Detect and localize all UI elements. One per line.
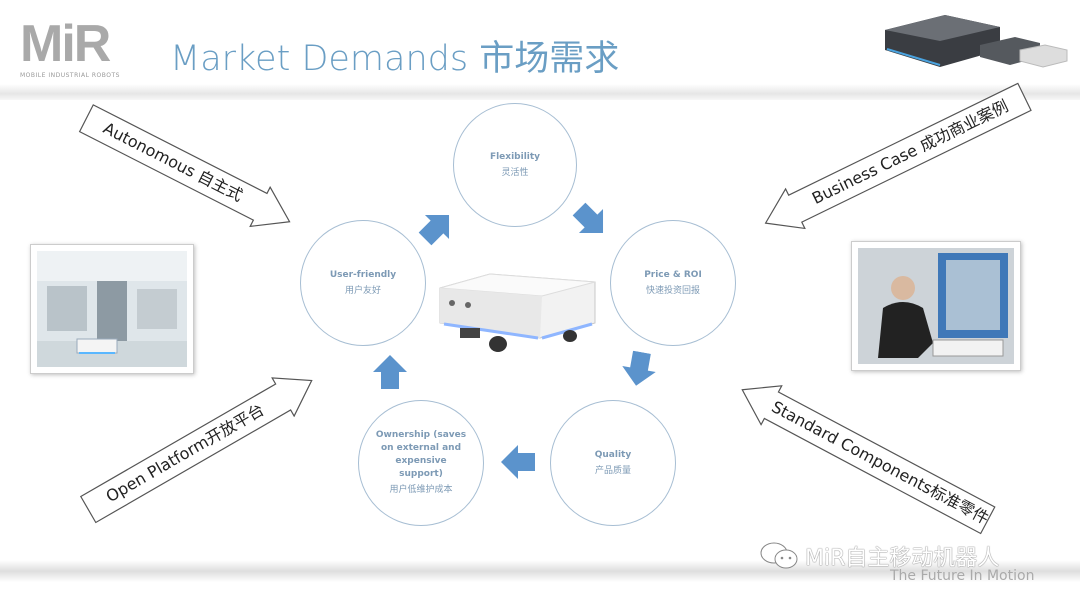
arrow-ownership-to-userfriendly — [373, 355, 407, 389]
logo-subtitle: MOBILE INDUSTRIAL ROBOTS — [20, 72, 120, 79]
robots-product-image — [885, 15, 1068, 68]
flexibility-label-zh: 灵活性 — [501, 167, 529, 178]
footer-tagline: The Future In Motion — [890, 568, 1035, 584]
logo-mark: MiR — [20, 15, 111, 73]
arrow-quality-to-ownership — [501, 445, 535, 479]
flexibility-circle: Flexibility 灵活性 — [453, 103, 577, 227]
footer-watermark: MiR自主移动机器人 The Future In Motion — [755, 538, 1075, 598]
ownership-label: Ownership (saves on external and expensi… — [375, 430, 467, 479]
autonomous-label: Autonomous 自主式 — [100, 118, 247, 206]
worker-image — [858, 248, 1014, 364]
worker-photo — [851, 241, 1021, 371]
mir-logo: MiR MOBILE INDUSTRIAL ROBOTS — [20, 18, 132, 80]
factory-image — [37, 251, 187, 367]
user-friendly-label-zh: 用户友好 — [344, 285, 381, 296]
price-roi-label-zh: 快速投资回报 — [645, 285, 700, 296]
quality-circle: Quality 产品质量 — [550, 400, 676, 526]
mir-robot-image — [439, 273, 596, 352]
footer-divider — [0, 560, 1080, 582]
open-platform-label: Open Platform开放平台 — [102, 400, 268, 507]
factory-photo — [30, 244, 194, 374]
footer-brand: MiR自主移动机器人 — [805, 546, 1000, 571]
arrow-price-to-quality — [622, 350, 656, 386]
quality-label: Quality — [594, 449, 632, 460]
autonomous-arrow: Autonomous 自主式 — [75, 97, 301, 242]
user-friendly-circle: User-friendly 用户友好 — [300, 220, 426, 346]
flexibility-label: Flexibility — [489, 151, 541, 162]
arrow-userfriendly-to-flexibility — [418, 214, 450, 246]
header-divider — [0, 84, 1080, 100]
standard-components-arrow: Standard Components标准零件 — [731, 369, 1000, 541]
user-friendly-label: User-friendly — [329, 269, 397, 280]
ownership-circle: Ownership (saves on external and expensi… — [358, 400, 484, 526]
business-case-arrow: Business Case 成功商业案例 — [755, 76, 1036, 244]
price-roi-circle: Price & ROI 快速投资回报 — [610, 220, 736, 346]
page-title: Market Demands 市场需求 — [170, 39, 620, 79]
ownership-label-zh: 用户低维护成本 — [389, 485, 453, 495]
standard-components-label: Standard Components标准零件 — [768, 397, 993, 528]
wechat-icon — [760, 542, 798, 569]
price-roi-label: Price & ROI — [644, 269, 702, 280]
open-platform-arrow: Open Platform开放平台 — [76, 360, 324, 530]
quality-label-zh: 产品质量 — [594, 465, 631, 476]
arrow-flexibility-to-price — [572, 202, 604, 234]
